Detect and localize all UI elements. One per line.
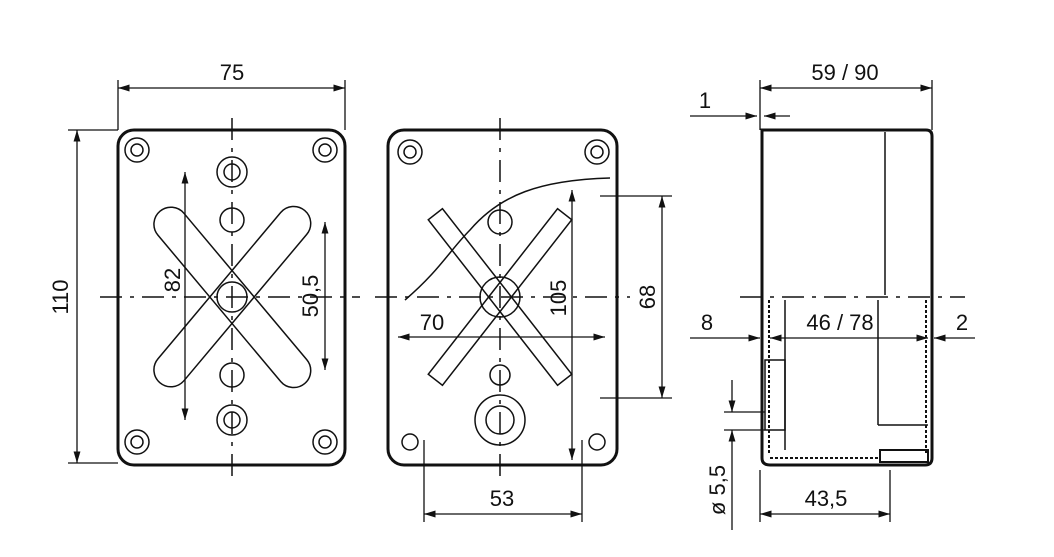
corner-screw-holes (397, 139, 610, 451)
dim-inner-hole-spacing: 50,5 (298, 275, 323, 318)
dim-hole-diameter: ø 5,5 (705, 465, 730, 515)
open-view: 70 105 68 53 (375, 118, 672, 522)
center-holes (216, 156, 248, 436)
side-view: 59 / 90 1 8 46 / 78 2 ø 5,5 43,5 (690, 60, 975, 530)
front-view: 75 110 82 50,5 (48, 60, 360, 478)
dim-depth: 59 / 90 (811, 60, 878, 85)
dim-diagonal-height: 105 (546, 280, 571, 317)
dim-bottom-width: 53 (490, 486, 514, 511)
dim-height: 110 (48, 279, 73, 314)
dim-inner-depth: 46 / 78 (806, 310, 873, 335)
dim-mount-height: 68 (635, 285, 660, 309)
dim-base-depth: 43,5 (805, 486, 848, 511)
dim-width: 75 (220, 60, 244, 85)
dim-outer-hole-spacing: 82 (160, 268, 185, 292)
dim-wall-left: 8 (701, 310, 713, 335)
dim-wall-right: 2 (956, 310, 968, 335)
corner-screw-holes (124, 137, 338, 455)
dim-diagonal-width: 70 (420, 310, 444, 335)
x-slots (153, 205, 312, 389)
dim-lid-thickness: 1 (699, 88, 711, 113)
